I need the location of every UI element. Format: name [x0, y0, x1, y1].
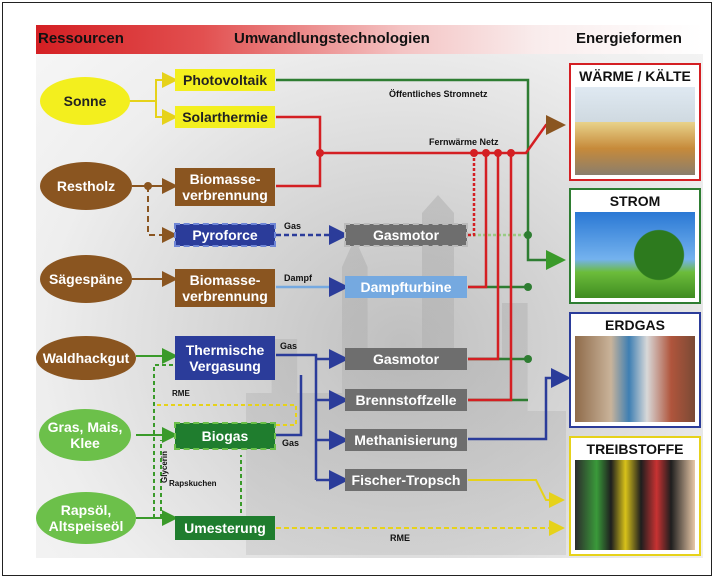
tech-pyroforce: Pyroforce: [174, 223, 276, 247]
resource-gras: Gras, Mais, Klee: [39, 409, 131, 461]
strom-image: [575, 212, 695, 298]
header-bar: Ressourcen Umwandlungstechnologien Energ…: [36, 25, 703, 54]
header-technologies: Umwandlungstechnologien: [234, 30, 430, 47]
treibstoffe-image: [575, 460, 695, 550]
label-glycerin: Glycerin: [160, 450, 169, 483]
energy-card-treibstoffe: TREIBSTOFFE: [569, 436, 701, 556]
tech-fischer-tropsch: Fischer-Tropsch: [345, 469, 467, 491]
header-resources: Ressourcen: [38, 30, 124, 47]
energy-card-erdgas: ERDGAS: [569, 312, 701, 428]
waerme-image: [575, 87, 695, 175]
label-dampf: Dampf: [284, 273, 313, 283]
label-rme: RME: [390, 533, 410, 543]
tech-brennstoffzelle: Brennstoffzelle: [345, 389, 467, 411]
resource-waldhackgut: Waldhackgut: [36, 336, 136, 380]
resource-sonne: Sonne: [40, 77, 130, 125]
label-gas-pyroforce: Gas: [284, 221, 302, 231]
tech-solarthermie: Solarthermie: [175, 106, 275, 128]
label-rapskuchen: Rapskuchen: [169, 479, 217, 488]
fuel-lines: [276, 479, 565, 536]
tech-gasmotor-2: Gasmotor: [345, 348, 467, 370]
label-gas-thermisch: Gas: [280, 341, 298, 351]
energy-card-waerme: WÄRME / KÄLTE: [569, 63, 701, 181]
tech-biogas: Biogas: [174, 422, 276, 450]
tech-biomasse-verbrennung-2: Biomasse-verbrennung: [175, 269, 275, 307]
energy-card-strom: STROM: [569, 188, 701, 304]
tech-thermische-vergasung: Thermische Vergasung: [175, 336, 275, 380]
tech-methanisierung: Methanisierung: [345, 429, 467, 451]
header-energy-forms: Energieformen: [576, 30, 682, 47]
wood-dots: [144, 182, 152, 190]
energy-title-erdgas: ERDGAS: [605, 317, 665, 333]
erdgas-image: [575, 336, 695, 422]
tech-dampfturbine: Dampfturbine: [345, 276, 467, 298]
tech-umesterung: Umesterung: [175, 516, 275, 540]
tech-photovoltaik: Photovoltaik: [175, 69, 275, 91]
tech-biomasse-verbrennung-1: Biomasse-verbrennung: [175, 168, 275, 206]
resource-saegespaene: Sägespäne: [40, 255, 132, 303]
biomass-connectors: [136, 348, 297, 526]
label-fernwaerme: Fernwärme Netz: [429, 137, 499, 147]
sonne-connectors: [129, 72, 178, 125]
label-rme-small: RME: [172, 389, 190, 398]
resource-rapsoel: Rapsöl, Altspeiseöl: [36, 492, 136, 544]
flow-lines: [129, 72, 571, 536]
power-dots: [524, 231, 532, 363]
junction-dots: [316, 149, 515, 157]
restholz-connectors: [132, 178, 178, 287]
energy-title-waerme: WÄRME / KÄLTE: [579, 68, 691, 84]
tech-gasmotor-1: Gasmotor: [344, 223, 468, 247]
gas-distribution: [276, 349, 571, 490]
energy-title-strom: STROM: [609, 193, 661, 209]
heat-lines: [276, 115, 566, 402]
resource-restholz: Restholz: [40, 162, 132, 210]
label-gas-biogas: Gas: [282, 438, 300, 448]
diagram-panel: Ressourcen Umwandlungstechnologien Energ…: [36, 25, 703, 558]
energy-title-treibstoffe: TREIBSTOFFE: [586, 441, 684, 457]
label-stromnetz: Öffentliches Stromnetz: [389, 89, 488, 99]
